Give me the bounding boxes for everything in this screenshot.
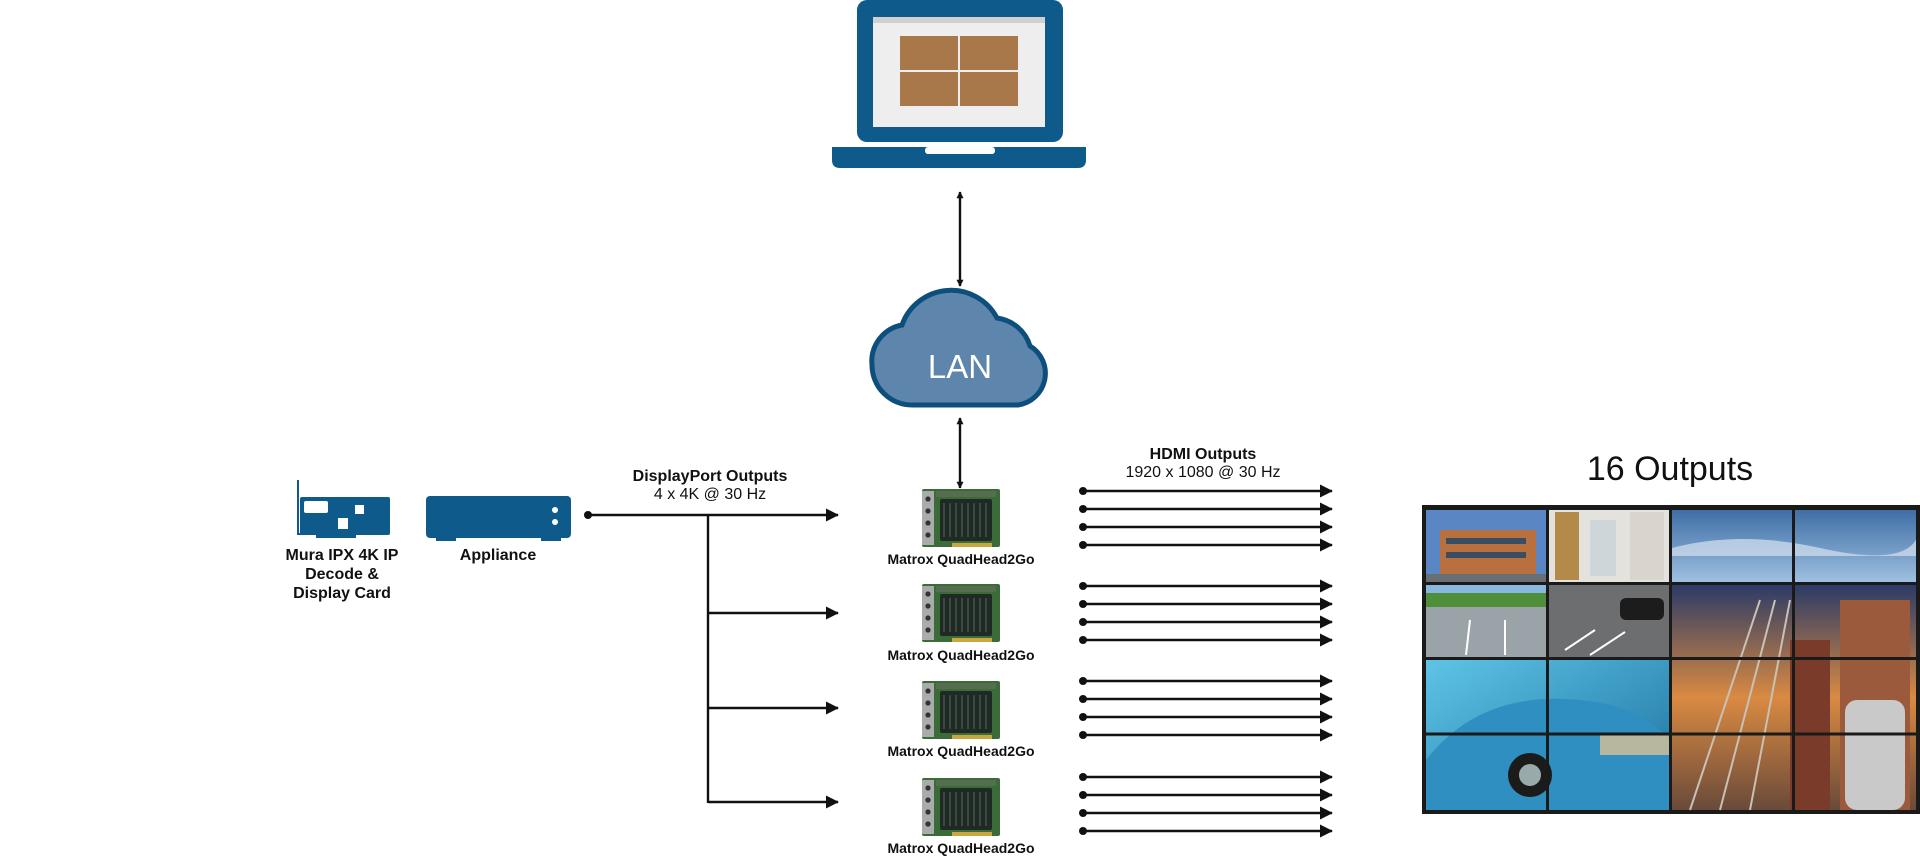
pci-card-icon [297, 480, 390, 538]
decode-card-label-2: Decode & [305, 566, 379, 583]
displayport-title: DisplayPort Outputs [633, 468, 788, 485]
decode-card-label-1: Mura IPX 4K IP [286, 547, 399, 564]
board-label: Matrox QuadHead2Go [887, 840, 1034, 856]
displayport-subtitle: 4 x 4K @ 30 Hz [654, 486, 766, 503]
graphics-board-icon [921, 777, 1001, 837]
hdmi-subtitle: 1920 x 1080 @ 30 Hz [1125, 464, 1280, 481]
video-wall-title: 16 Outputs [1587, 450, 1753, 488]
board-label: Matrox QuadHead2Go [887, 551, 1034, 567]
decode-card-label-3: Display Card [293, 585, 391, 602]
video-wall-image [1422, 505, 1920, 814]
board-label: Matrox QuadHead2Go [887, 743, 1034, 759]
cloud-icon [869, 287, 1048, 408]
graphics-board-icon [921, 583, 1001, 643]
laptop-icon [832, 0, 1086, 168]
hdmi-output-links [1079, 484, 1333, 838]
appliance-label: Appliance [460, 547, 537, 564]
graphics-board-icon [921, 488, 1001, 548]
lan-label: LAN [928, 348, 992, 385]
board-label: Matrox QuadHead2Go [887, 647, 1034, 663]
appliance-icon [426, 496, 571, 541]
displayport-links [584, 508, 839, 809]
hdmi-title: HDMI Outputs [1150, 446, 1257, 463]
graphics-board-icon [921, 680, 1001, 740]
